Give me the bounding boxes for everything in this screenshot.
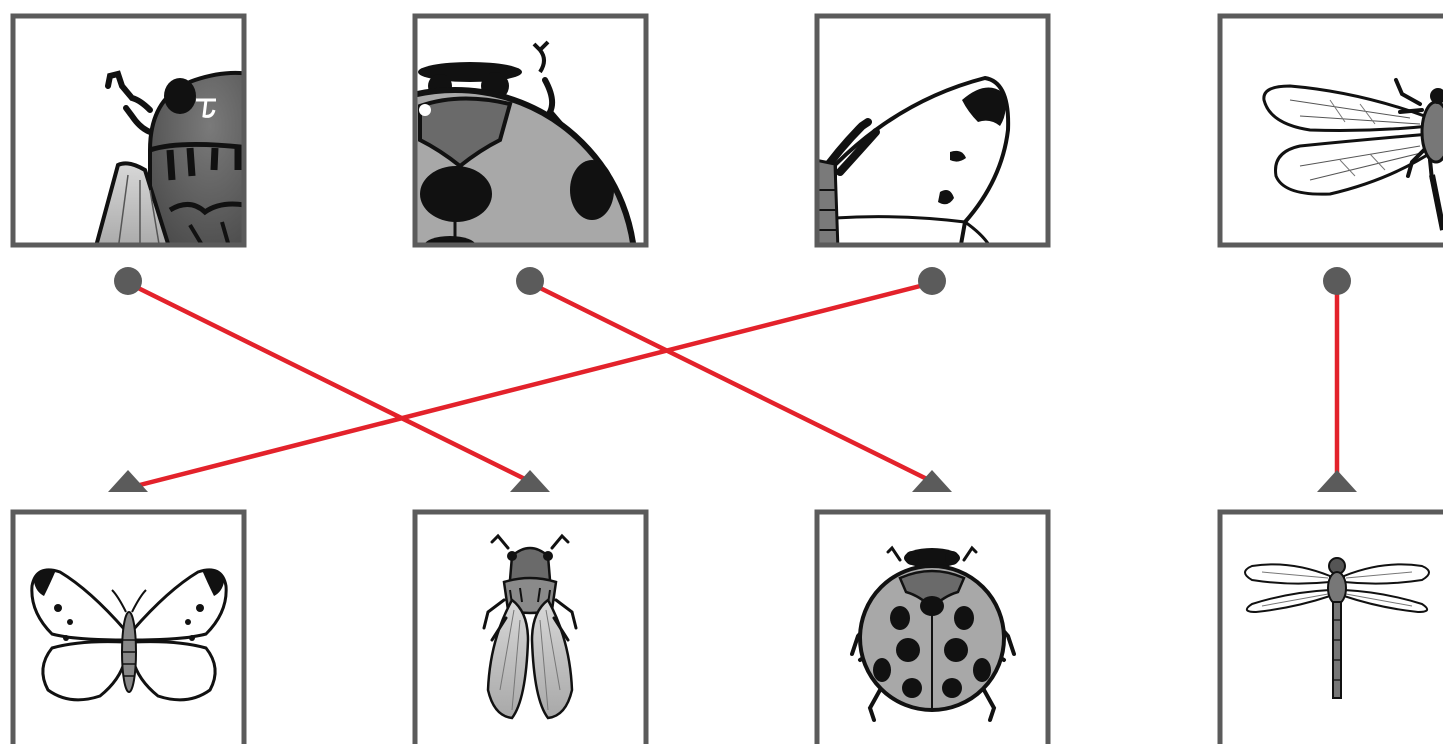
bottom-card-cicada — [415, 512, 646, 744]
anchor-dot[interactable] — [114, 267, 142, 295]
bottom-card-butterfly — [13, 512, 244, 744]
top-anchor-dots — [114, 267, 1351, 295]
butterfly-closeup-illustration — [815, 78, 1008, 250]
bottom-anchor-triangles — [108, 470, 1357, 492]
connector-line — [128, 283, 932, 488]
top-card-cicada-closeup — [13, 16, 250, 250]
bottom-card-ladybug — [817, 512, 1048, 744]
cicada-closeup-illustration — [95, 73, 250, 250]
anchor-triangle[interactable] — [108, 470, 148, 492]
anchor-dot[interactable] — [1323, 267, 1351, 295]
bottom-card-frame — [1220, 512, 1443, 744]
anchor-triangle[interactable] — [1317, 470, 1357, 492]
connector-lines — [128, 283, 1337, 488]
connector-line — [128, 283, 535, 484]
anchor-dot[interactable] — [516, 267, 544, 295]
dragonfly-closeup-illustration — [1264, 80, 1443, 230]
top-card-butterfly-closeup — [815, 16, 1048, 250]
bottom-card-dragonfly — [1220, 512, 1443, 744]
top-card-dragonfly-closeup — [1220, 16, 1443, 245]
anchor-dot[interactable] — [918, 267, 946, 295]
connector-line — [530, 283, 937, 484]
